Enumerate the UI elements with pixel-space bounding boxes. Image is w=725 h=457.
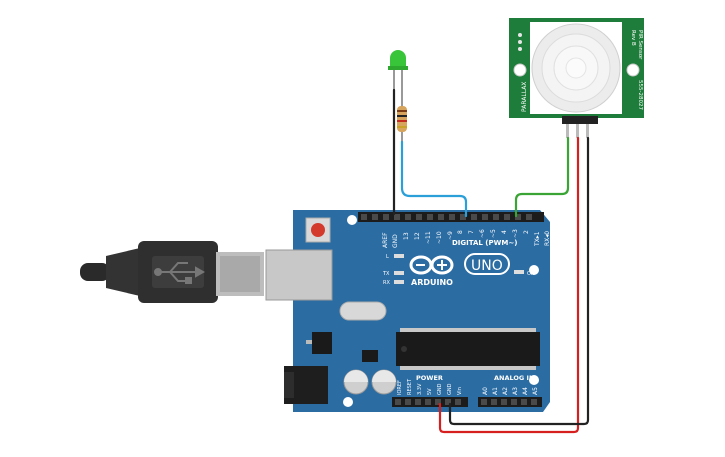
mounting-hole [626,63,640,77]
pin-label: GND [437,383,443,395]
pin-label: TX▸1 [534,231,541,247]
pin-label: 7 [468,230,475,234]
pin-label: A3 [512,387,519,395]
pin-label: ~3 [512,229,519,238]
capacitor [343,369,369,395]
uno-badge: UNO [464,253,510,275]
pin-label: ~6 [479,229,486,238]
arduino-uno-board[interactable]: AREF GND 13 12 ~11 ~10 ~9 8 7 ~6 ~5 4 ~3… [265,210,551,412]
digital-label: DIGITAL (PWM~) [452,239,517,247]
pin-label: A5 [532,387,539,395]
sensor-header[interactable] [562,116,598,124]
pin-label: 13 [403,232,410,240]
pin-label: A4 [522,387,529,395]
on-label: ON [527,271,535,277]
pin-label: GND [392,234,399,248]
arduino-brand: ARDUINO [411,278,453,287]
wire-resistor-pin7[interactable] [400,140,468,218]
analog-label: ANALOG IN [494,374,534,382]
pin-label: 12 [414,232,421,240]
green-led[interactable] [388,50,408,90]
pin-label: ~11 [425,231,432,244]
resistor[interactable] [397,84,407,142]
pin-label: A2 [502,387,509,395]
usb-symbol-icon [154,262,206,284]
led-l-label: L [386,254,389,260]
pin-label: ~10 [436,231,443,244]
voltage-regulator [312,332,332,354]
mounting-hole [529,265,539,275]
pir-sensor[interactable]: PARALLAX PIR Sensor Rev B 555-28027 [509,18,644,138]
pin-label: Vin [457,387,463,395]
sensor-revision: Rev B [630,30,636,46]
pin-label: IOREF [397,380,403,395]
sensor-title: PIR Sensor [637,30,643,60]
pin-label: 5V [427,388,433,395]
pin-label: RESET [407,378,413,395]
arduino-logo-icon [409,255,454,275]
small-ic [362,350,378,362]
pin-label: 2 [523,230,530,234]
sensor-brand: PARALLAX [521,82,528,112]
wire-gnd-sensor-gnd[interactable] [448,136,590,426]
pin-label: ~9 [447,231,454,240]
crystal-oscillator [339,301,387,321]
wire-5v-sensor-vcc[interactable] [438,136,580,434]
pin-label: GND [447,383,453,395]
capacitor [371,369,397,395]
mounting-hole [347,215,357,225]
mounting-hole [343,397,353,407]
sensor-part-number: 555-28027 [637,80,643,110]
wire-sensor-out-pin2[interactable] [514,136,570,218]
reset-button[interactable] [305,217,331,243]
mounting-hole [529,375,539,385]
mounting-hole [513,63,527,77]
pin-label: ~5 [490,229,497,238]
pin-label: 8 [457,230,464,234]
onboard-leds: L TX RX ON [382,254,535,286]
led-rx-label: RX [383,280,390,286]
usb-b-port [265,249,333,301]
pin-label: 4 [501,230,508,234]
pin-label: 3.3V [417,383,423,395]
svg-text:UNO: UNO [471,258,503,274]
pin-label: AREF [382,232,389,248]
analog-header[interactable] [478,397,542,407]
fresnel-lens-icon [531,23,621,113]
usb-cable[interactable] [80,241,264,303]
led-tx-label: TX [382,271,390,277]
atmega-microcontroller [396,332,540,366]
pin-label: A1 [492,387,499,395]
pin-label: RX◂0 [544,231,551,246]
power-label: POWER [416,374,443,382]
pin-label: A0 [482,387,489,395]
